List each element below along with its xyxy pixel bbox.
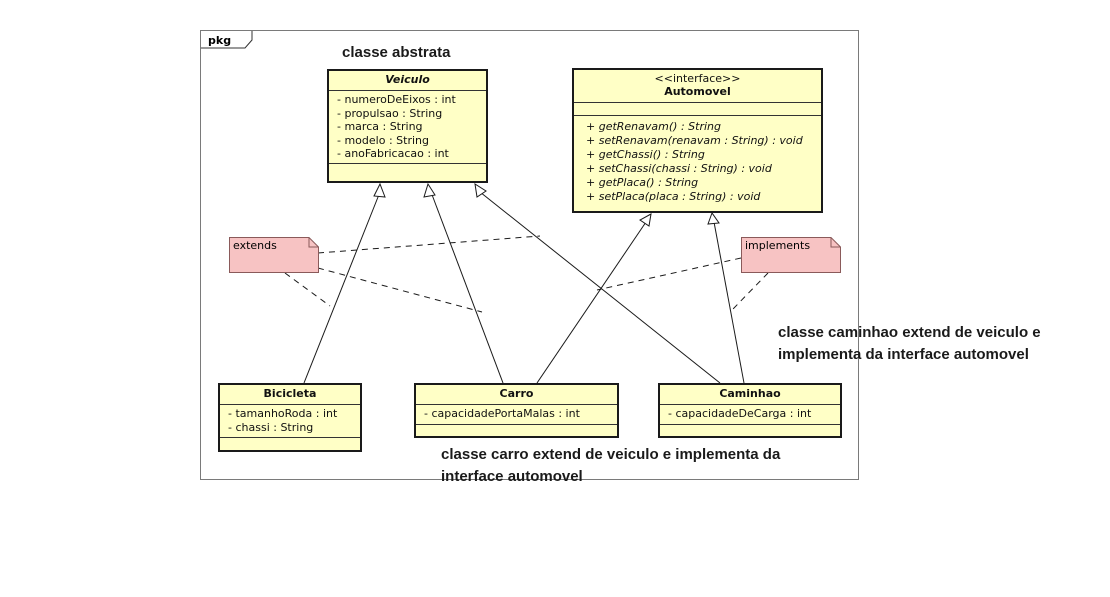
class-veiculo[interactable]: Veiculo - numeroDeEixos : int - propulsa… — [327, 69, 488, 183]
implements-note-anchor-2 — [732, 272, 769, 310]
operation: + getChassi() : String — [586, 148, 705, 161]
automovel-arrowhead-2 — [707, 211, 720, 225]
attribute: - capacidadeDeCarga : int — [668, 407, 812, 420]
interface-automovel-attributes — [574, 103, 821, 116]
class-carro-name: Carro — [416, 385, 617, 405]
operation: + setRenavam(renavam : String) : void — [586, 134, 803, 147]
extends-note[interactable]: extends — [233, 239, 277, 252]
class-carro-operations — [416, 425, 617, 439]
attribute: - modelo : String — [337, 133, 429, 147]
veiculo-arrowhead-1 — [373, 182, 386, 198]
automovel-arrowhead-1 — [639, 213, 652, 227]
interface-automovel-name: Automovel — [664, 85, 731, 98]
class-caminhao-attributes: - capacidadeDeCarga : int — [660, 405, 840, 425]
implements-note-shape — [741, 237, 841, 273]
interface-stereotype: <<interface>> — [654, 72, 741, 85]
package-frame — [200, 30, 859, 480]
veiculo-arrowhead-3 — [474, 182, 487, 198]
abstract-class-annotation: classe abstrata — [342, 44, 451, 61]
carro-extends-line — [430, 191, 504, 384]
bicicleta-extends-line — [303, 191, 381, 384]
attribute: - chassi : String — [228, 420, 314, 434]
carro-annotation-line-1: classe carro extend de veiculo e impleme… — [441, 446, 781, 463]
class-veiculo-name: Veiculo — [329, 71, 486, 91]
operation: + getRenavam() : String — [586, 120, 721, 133]
carro-annotation: classe carro extend de veiculo e impleme… — [441, 444, 780, 488]
class-bicicleta[interactable]: Bicicleta - tamanhoRoda : int - chassi :… — [218, 383, 362, 452]
caminhao-annotation-line-1: classe caminhao extend de veiculo e — [778, 324, 1041, 341]
class-carro-attributes: - capacidadePortaMalas : int — [416, 405, 617, 425]
extends-note-anchor-2 — [317, 267, 483, 313]
attribute: - tamanhoRoda : int — [228, 407, 338, 420]
class-veiculo-attributes: - numeroDeEixos : int - propulsao : Stri… — [329, 91, 486, 164]
carro-implements-line — [536, 221, 647, 384]
class-bicicleta-attributes: - tamanhoRoda : int - chassi : String — [220, 405, 360, 438]
interface-automovel-operations: + getRenavam() : String + setRenavam(ren… — [574, 116, 821, 206]
operation: + setChassi(chassi : String) : void — [586, 162, 772, 175]
implements-note-anchor-1 — [596, 257, 742, 291]
operation: + setPlaca(placa : String) : void — [586, 190, 761, 203]
class-caminhao[interactable]: Caminhao - capacidadeDeCarga : int — [658, 383, 842, 438]
operation: + getPlaca() : String — [586, 176, 699, 189]
class-bicicleta-name: Bicicleta — [220, 385, 360, 405]
implements-note[interactable]: implements — [745, 239, 811, 252]
attribute: - capacidadePortaMalas : int — [424, 407, 580, 420]
carro-annotation-line-2: interface automovel — [441, 468, 583, 485]
caminhao-annotation-line-2: implementa da interface automovel — [778, 346, 1029, 363]
class-bicicleta-operations — [220, 438, 360, 452]
extends-note-anchor-1 — [317, 235, 541, 254]
caminhao-extends-line — [479, 191, 721, 384]
attribute: - numeroDeEixos : int — [337, 93, 456, 106]
class-caminhao-name: Caminhao — [660, 385, 840, 405]
interface-automovel-header: <<interface>> Automovel — [574, 70, 821, 103]
class-veiculo-operations — [329, 164, 486, 178]
caminhao-annotation: classe caminhao extend de veiculo e impl… — [778, 322, 1041, 366]
class-caminhao-operations — [660, 425, 840, 439]
package-label: pkg — [208, 34, 232, 47]
extends-note-anchor-3 — [284, 272, 331, 307]
interface-automovel[interactable]: <<interface>> Automovel + getRenavam() :… — [572, 68, 823, 213]
caminhao-implements-line — [713, 221, 745, 384]
attribute: - anoFabricacao : int — [337, 147, 449, 160]
class-carro[interactable]: Carro - capacidadePortaMalas : int — [414, 383, 619, 438]
attribute: - propulsao : String — [337, 106, 443, 120]
veiculo-arrowhead-2 — [423, 182, 436, 198]
attribute: - marca : String — [337, 120, 423, 133]
package-tab — [201, 31, 253, 49]
extends-note-shape — [229, 237, 319, 273]
